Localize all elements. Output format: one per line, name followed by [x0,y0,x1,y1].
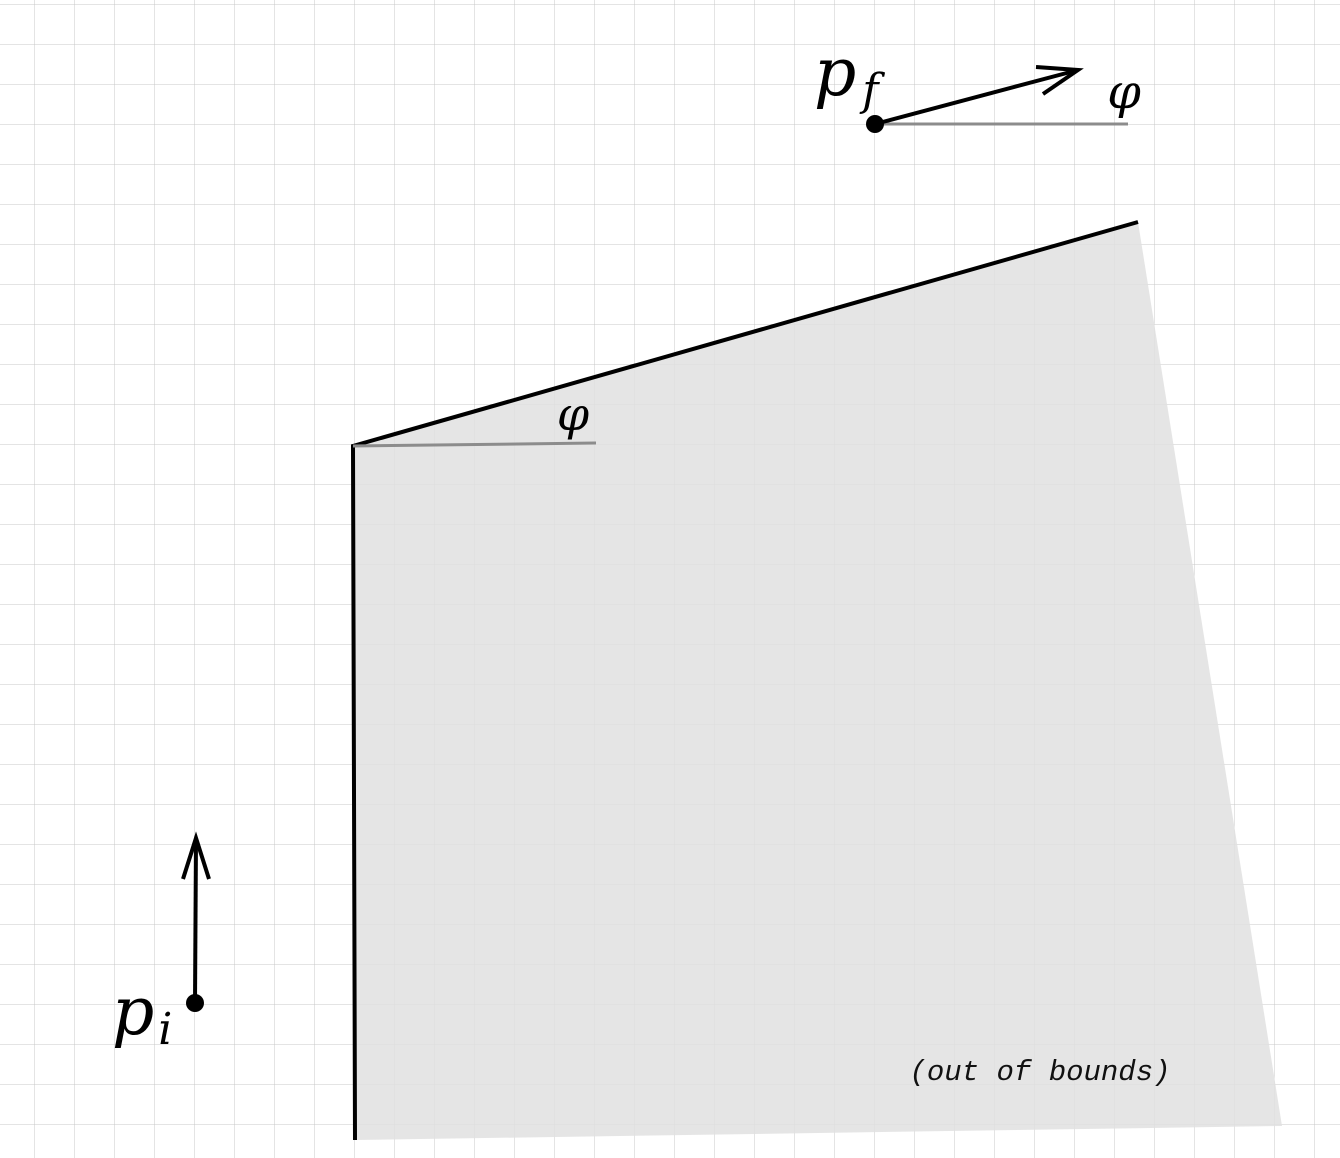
initial-point [186,994,204,1012]
final-angle-label: φ [1107,64,1141,120]
initial-pose: pi [112,831,211,1055]
region-reference-line [352,441,597,448]
initial-point-label: pi [112,973,172,1055]
out-of-bounds-region [353,222,1282,1140]
final-point [866,115,884,133]
out-of-bounds-note: (out of bounds) [909,1056,1170,1089]
initial-heading-arrowhead [181,831,211,880]
final-heading-arrow-shaft [874,68,1079,126]
initial-point-subscript: i [158,1004,172,1055]
initial-heading-arrow-shaft [193,837,198,1004]
final-heading-arrowhead [1035,65,1084,96]
region-angle-label: φ [557,387,590,441]
